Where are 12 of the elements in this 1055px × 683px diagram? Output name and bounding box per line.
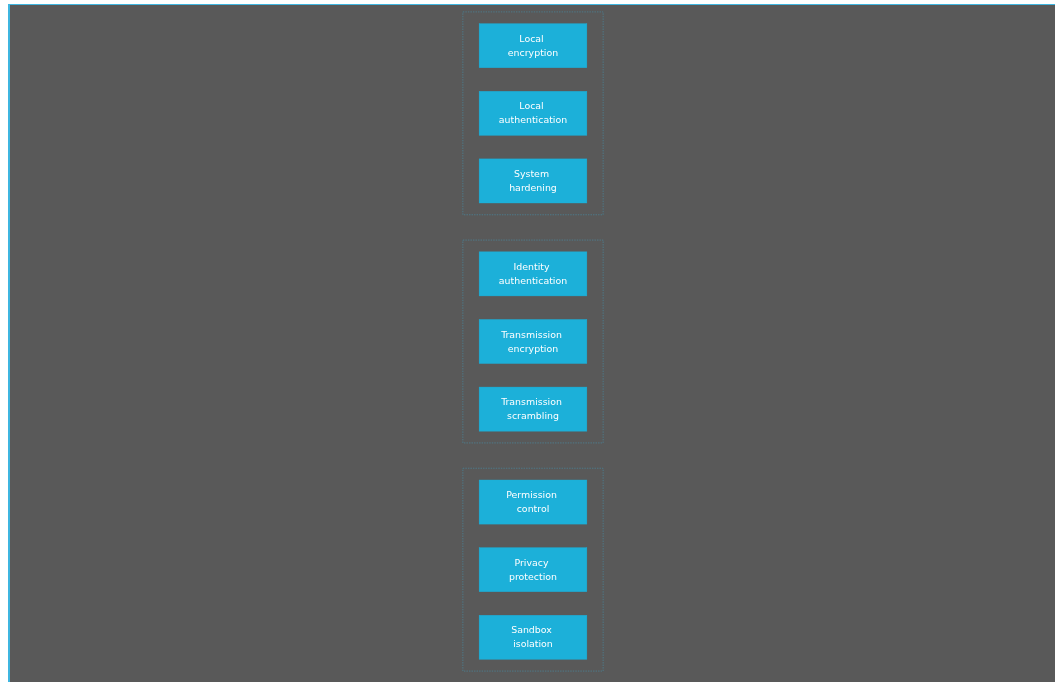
- cluster: [462, 239, 603, 444]
- node-box: Local encryption: [478, 23, 587, 68]
- node-box: System hardening: [478, 158, 587, 204]
- node-box: Transmission scrambling: [478, 386, 587, 432]
- cluster: [462, 468, 603, 672]
- node-box: Privacy protection: [478, 547, 587, 592]
- node-box: Permission control: [478, 479, 587, 525]
- node-box: Sandbox isolation: [478, 615, 587, 660]
- node-box: Identity authentication: [478, 251, 587, 297]
- cluster: [462, 11, 603, 215]
- node-box: Local authentication: [478, 91, 587, 136]
- node-box: Transmission encryption: [478, 319, 587, 364]
